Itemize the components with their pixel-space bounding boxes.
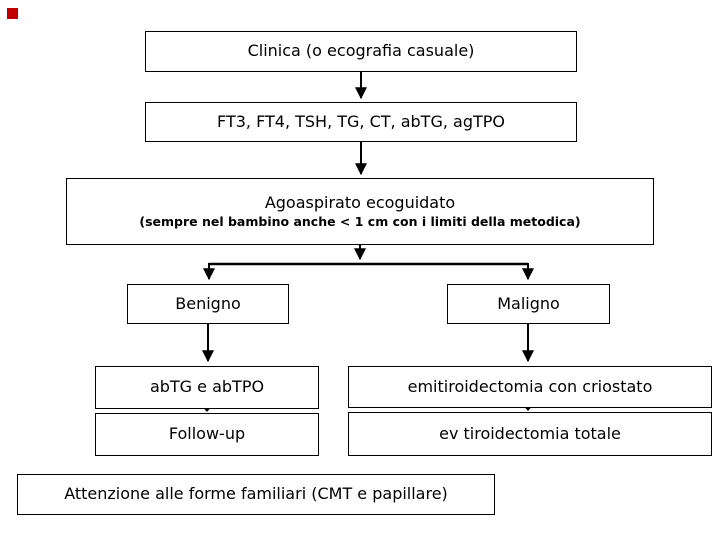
node-agoaspirato-subtitle: (sempre nel bambino anche < 1 cm con i l… (139, 213, 581, 229)
node-follow-up: Follow-up (95, 413, 319, 456)
node-maligno: Maligno (447, 284, 610, 324)
node-clinica-label: Clinica (o ecografia casuale) (247, 41, 475, 61)
node-esami-laboratorio: FT3, FT4, TSH, TG, CT, abTG, agTPO (145, 102, 577, 142)
node-attenzione-label: Attenzione alle forme familiari (CMT e p… (64, 484, 448, 504)
node-agoaspirato-title: Agoaspirato ecoguidato (264, 193, 456, 213)
node-maligno-label: Maligno (497, 293, 560, 313)
node-benigno-label: Benigno (175, 293, 241, 313)
node-esami-label: FT3, FT4, TSH, TG, CT, abTG, agTPO (217, 111, 505, 131)
node-benigno: Benigno (127, 284, 289, 324)
node-tiroidectomia-totale: ev tiroidectomia totale (348, 412, 712, 456)
node-abtg-abtpo-label: abTG e abTPO (149, 377, 265, 397)
node-abtg-abtpo: abTG e abTPO (95, 366, 319, 409)
node-emitiroidectomia-label: emitiroidectomia con criostato (407, 376, 653, 396)
node-attenzione-forme-familiari: Attenzione alle forme familiari (CMT e p… (17, 474, 495, 515)
node-tiroidectomia-totale-label: ev tiroidectomia totale (439, 423, 621, 443)
node-follow-up-label: Follow-up (168, 424, 246, 444)
node-clinica: Clinica (o ecografia casuale) (145, 31, 577, 72)
slide-accent-square (7, 8, 18, 19)
node-agoaspirato: Agoaspirato ecoguidato (sempre nel bambi… (66, 178, 654, 245)
node-emitiroidectomia: emitiroidectomia con criostato (348, 366, 712, 408)
